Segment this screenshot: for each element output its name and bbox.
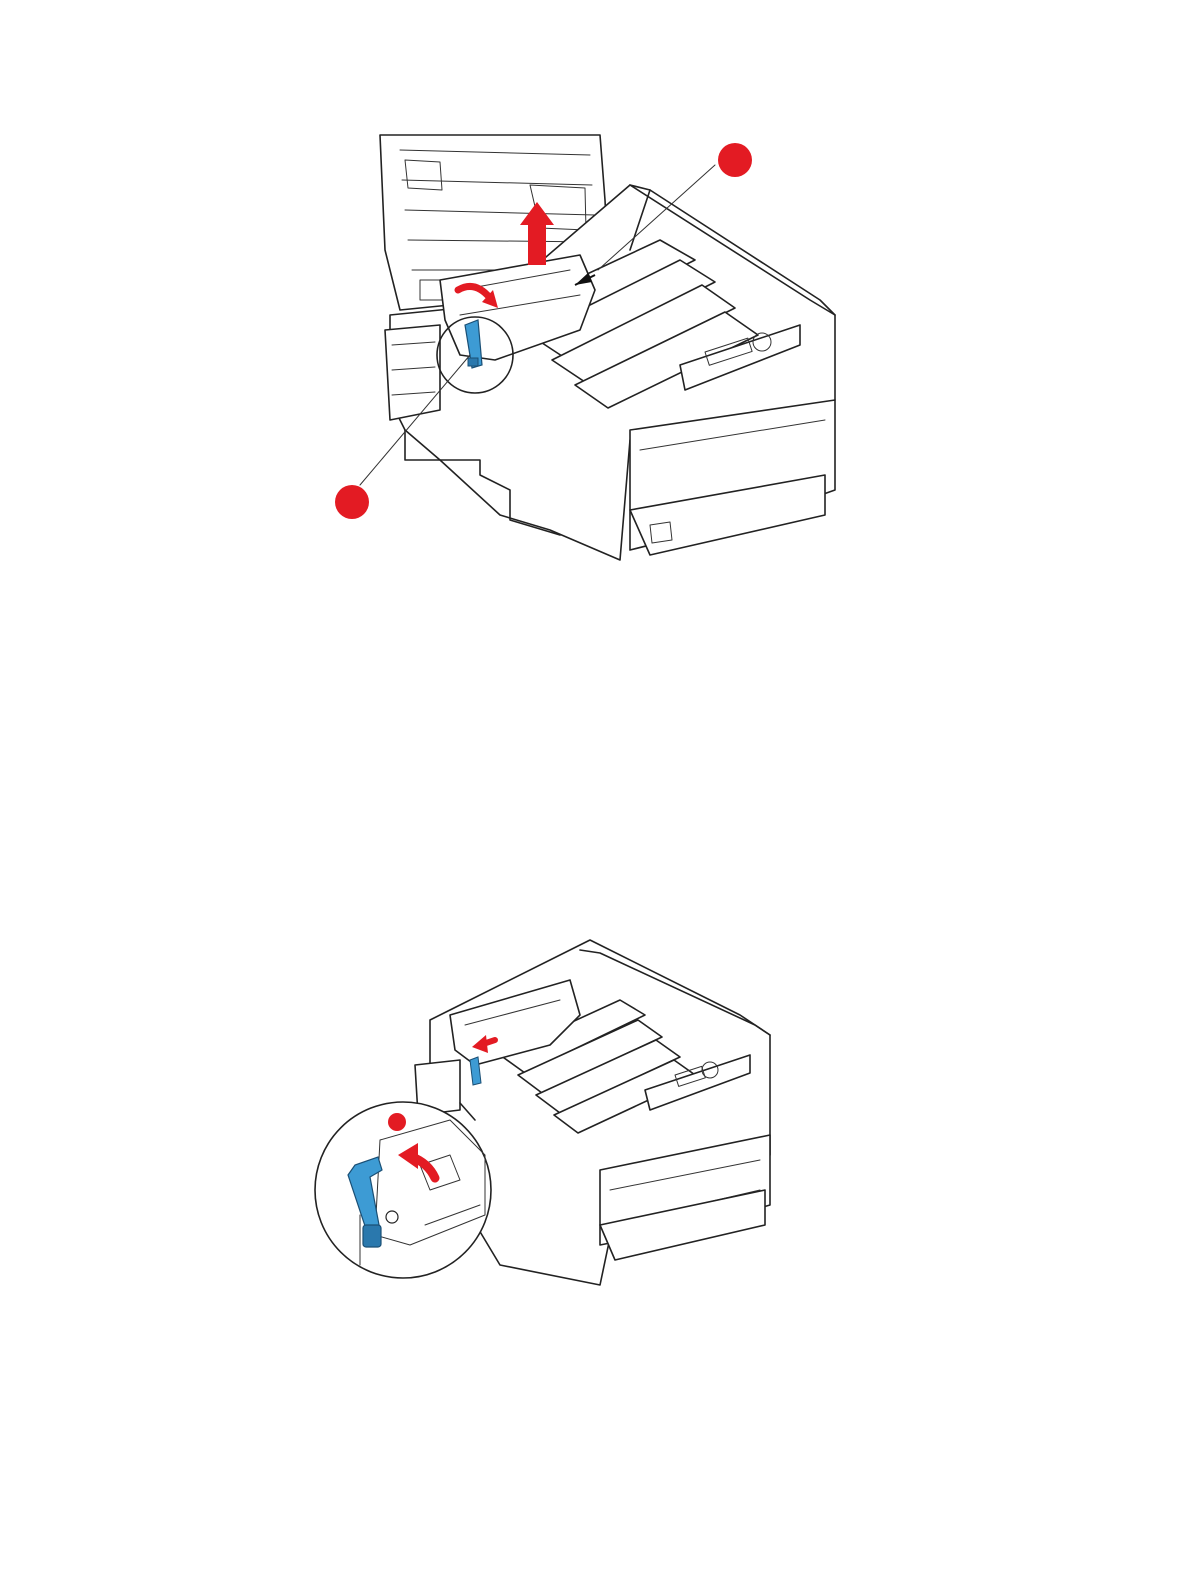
printer-illustration-2-svg [300, 925, 790, 1295]
callout-marker-1 [718, 143, 752, 177]
printer-illustration-1-svg [330, 130, 850, 570]
printer-illustration-2 [300, 925, 790, 1295]
callout-marker-2 [335, 485, 369, 519]
callout-marker-3 [388, 1113, 406, 1131]
printer-illustration-1 [330, 130, 850, 570]
